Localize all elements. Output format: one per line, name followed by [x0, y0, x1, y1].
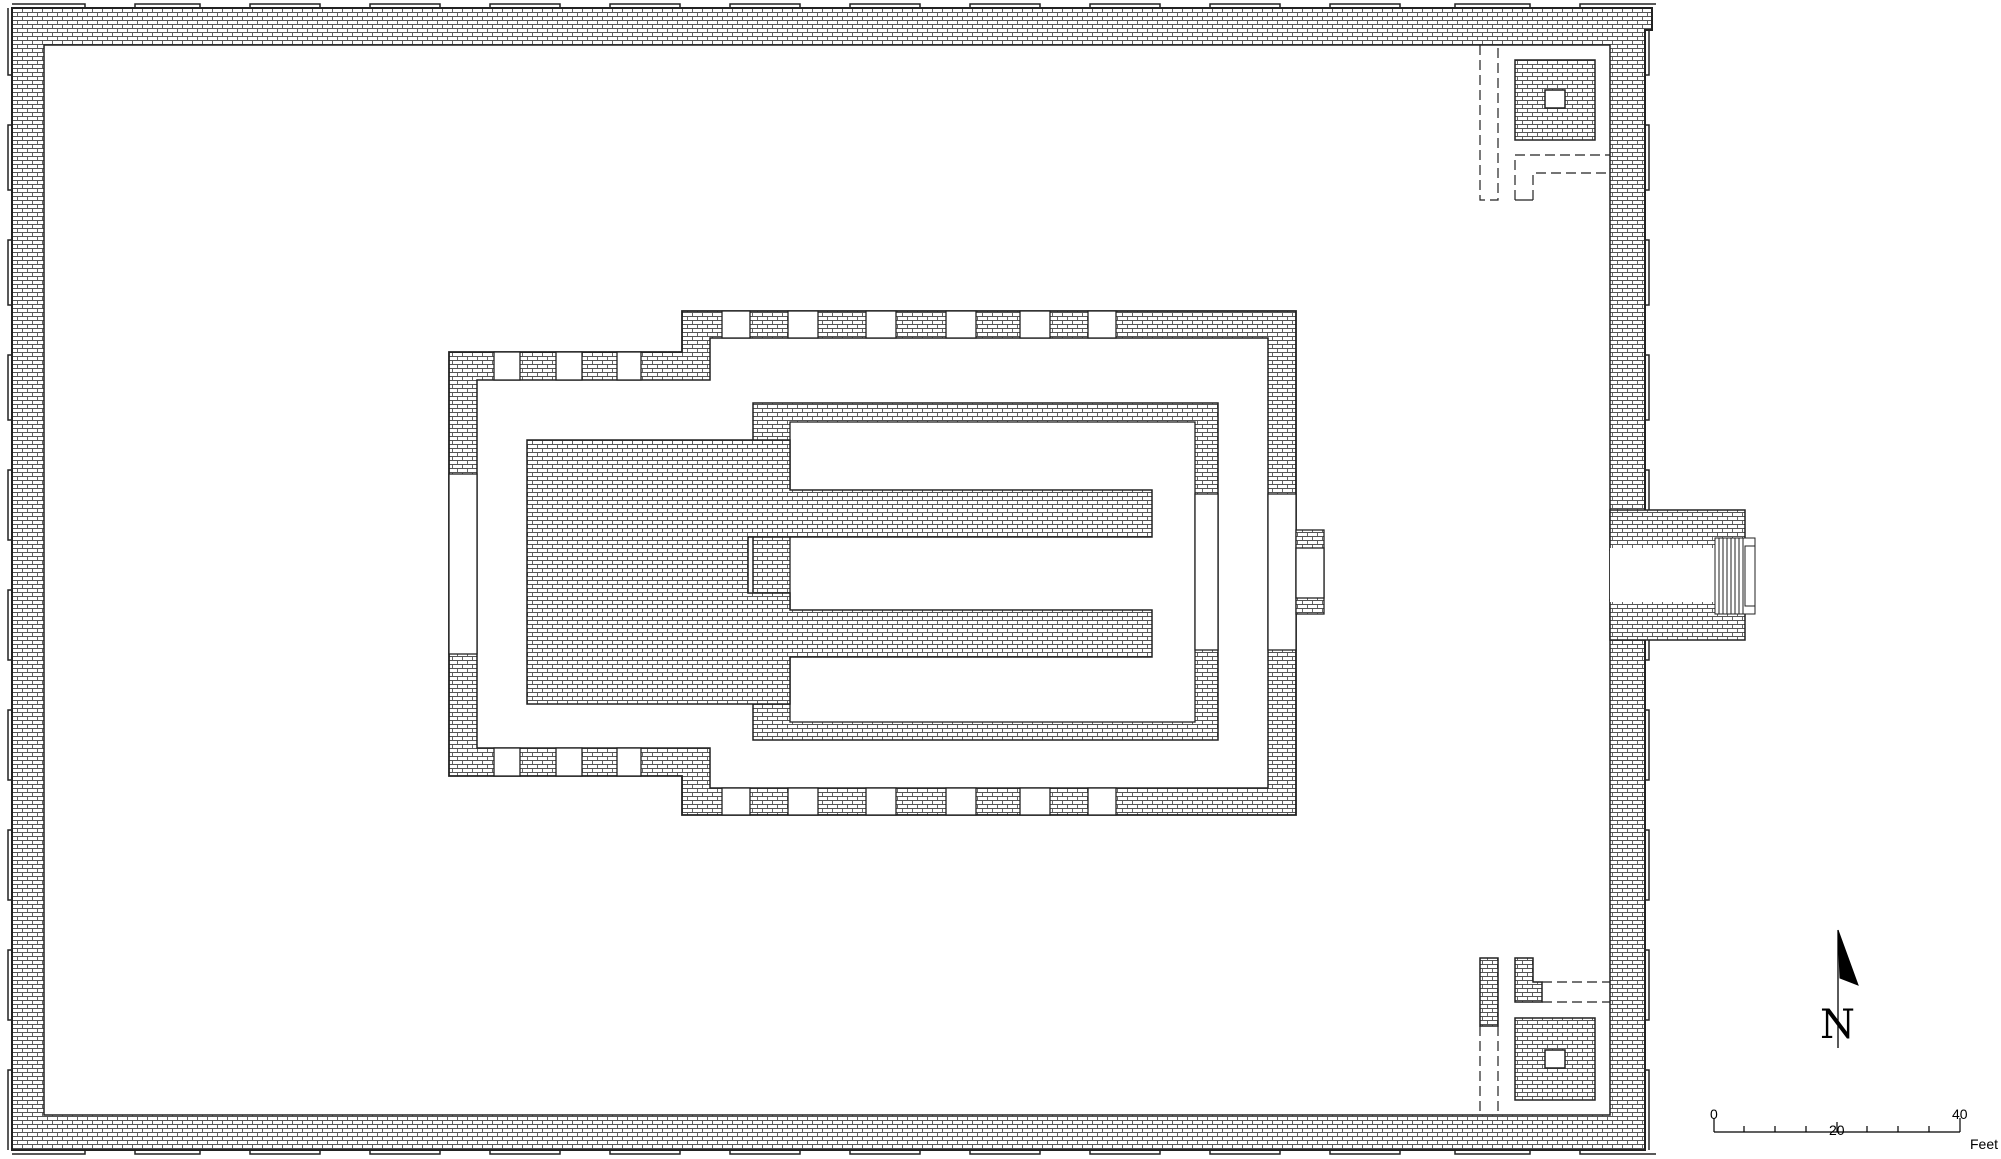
altar-platform	[526, 439, 1153, 705]
north-label: N	[1820, 1002, 1855, 1048]
scale-unit-label: Feet	[1970, 1136, 1998, 1152]
northeast-structure	[1479, 45, 1610, 201]
central-temple	[448, 310, 1325, 816]
sanctuary-chamber	[789, 421, 1196, 723]
north-arrow: N	[1820, 929, 1859, 1048]
gateway-steps	[1714, 537, 1756, 615]
southeast-structure	[1479, 957, 1610, 1115]
scale-label-40: 40	[1952, 1106, 1968, 1122]
scale-label-0: 0	[1710, 1106, 1718, 1122]
scale-label-20: 20	[1829, 1122, 1845, 1138]
scale-bar: 0 20 40 Feet	[1710, 1106, 1998, 1152]
north-arrow-icon	[1837, 929, 1859, 986]
east-gateway	[1609, 509, 1756, 641]
